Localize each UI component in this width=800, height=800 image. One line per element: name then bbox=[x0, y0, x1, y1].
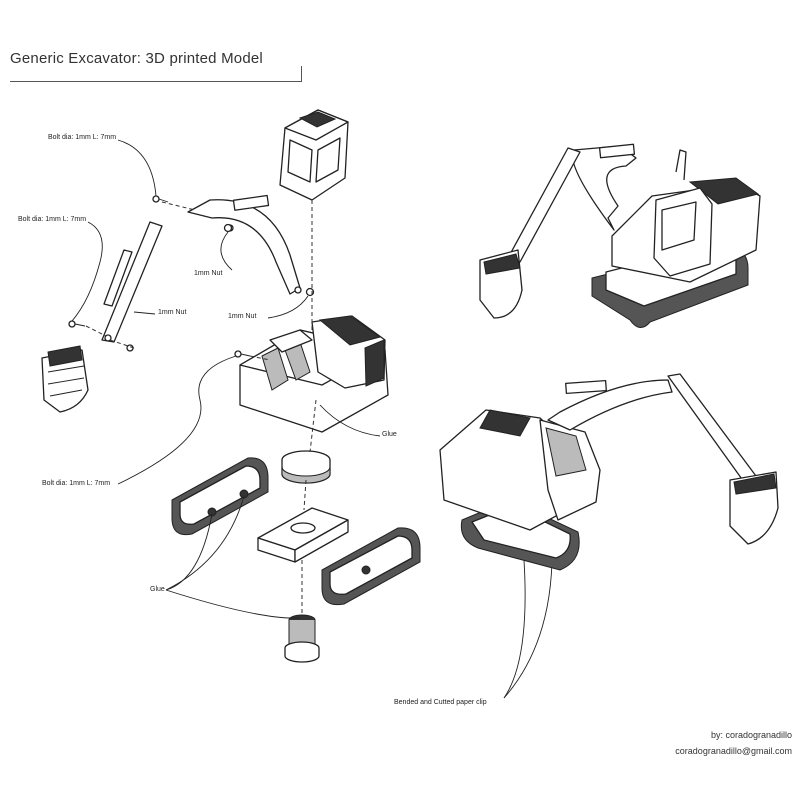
stick-part bbox=[101, 221, 163, 343]
label-bolt-bottom: Bolt dia: 1mm L: 7mm bbox=[42, 480, 111, 487]
label-glue-body: Glue bbox=[382, 431, 397, 438]
label-nut-right: 1mm Nut bbox=[228, 313, 257, 320]
page-title: Generic Excavator: 3D printed Model bbox=[10, 50, 263, 67]
nut-center bbox=[223, 223, 233, 233]
assembled-excavator-side bbox=[479, 143, 761, 328]
assembled-excavator-front bbox=[439, 373, 779, 571]
boom-part bbox=[187, 194, 302, 295]
title-underline-tick bbox=[301, 66, 302, 82]
left-track-part bbox=[171, 457, 269, 536]
bucket-part bbox=[41, 345, 89, 413]
label-glue-tracks: Glue bbox=[150, 586, 165, 593]
label-nut-left: 1mm Nut bbox=[158, 309, 187, 316]
right-track-part bbox=[321, 527, 421, 606]
bolt-top bbox=[152, 195, 169, 203]
label-bolt-left: Bolt dia: 1mm L: 7mm bbox=[18, 216, 87, 223]
bolt-bottom bbox=[234, 350, 251, 358]
bolt-left bbox=[68, 320, 86, 328]
credit-author: by: coradogranadillo bbox=[710, 730, 792, 740]
turntable-part bbox=[281, 450, 331, 484]
title-underline bbox=[10, 81, 302, 82]
upper-body-part bbox=[239, 315, 389, 433]
center-pin-part bbox=[284, 614, 320, 663]
credit-email: coradogranadillo@gmail.com bbox=[675, 746, 792, 756]
label-nut-center: 1mm Nut bbox=[194, 270, 223, 277]
cab-part bbox=[279, 109, 349, 201]
label-paperclip: Bended and Cutted paper clip bbox=[394, 699, 487, 706]
assembly-guides bbox=[85, 200, 317, 615]
lower-frame-part bbox=[257, 507, 349, 563]
label-bolt-top: Bolt dia: 1mm L: 7mm bbox=[48, 134, 117, 141]
nut-left bbox=[126, 344, 134, 352]
